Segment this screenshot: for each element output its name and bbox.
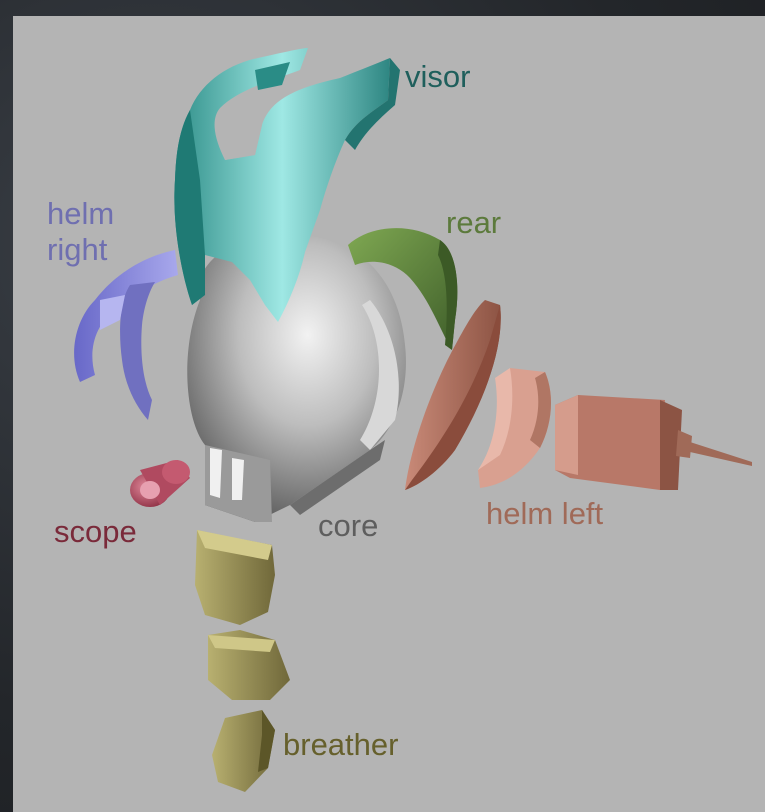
label-helm-left: helm left: [486, 496, 604, 531]
label-rear: rear: [446, 205, 501, 240]
breather-part: [195, 530, 290, 792]
label-scope: scope: [54, 514, 137, 549]
helm-left-part: [405, 300, 752, 490]
label-breather: breather: [283, 727, 398, 762]
label-core: core: [318, 508, 378, 543]
helm-right-part: [74, 250, 178, 420]
scope-part: [130, 460, 190, 507]
label-helm-right-line2: right: [47, 232, 108, 267]
label-helm-right-line1: helm: [47, 196, 114, 231]
label-visor: visor: [405, 59, 470, 94]
